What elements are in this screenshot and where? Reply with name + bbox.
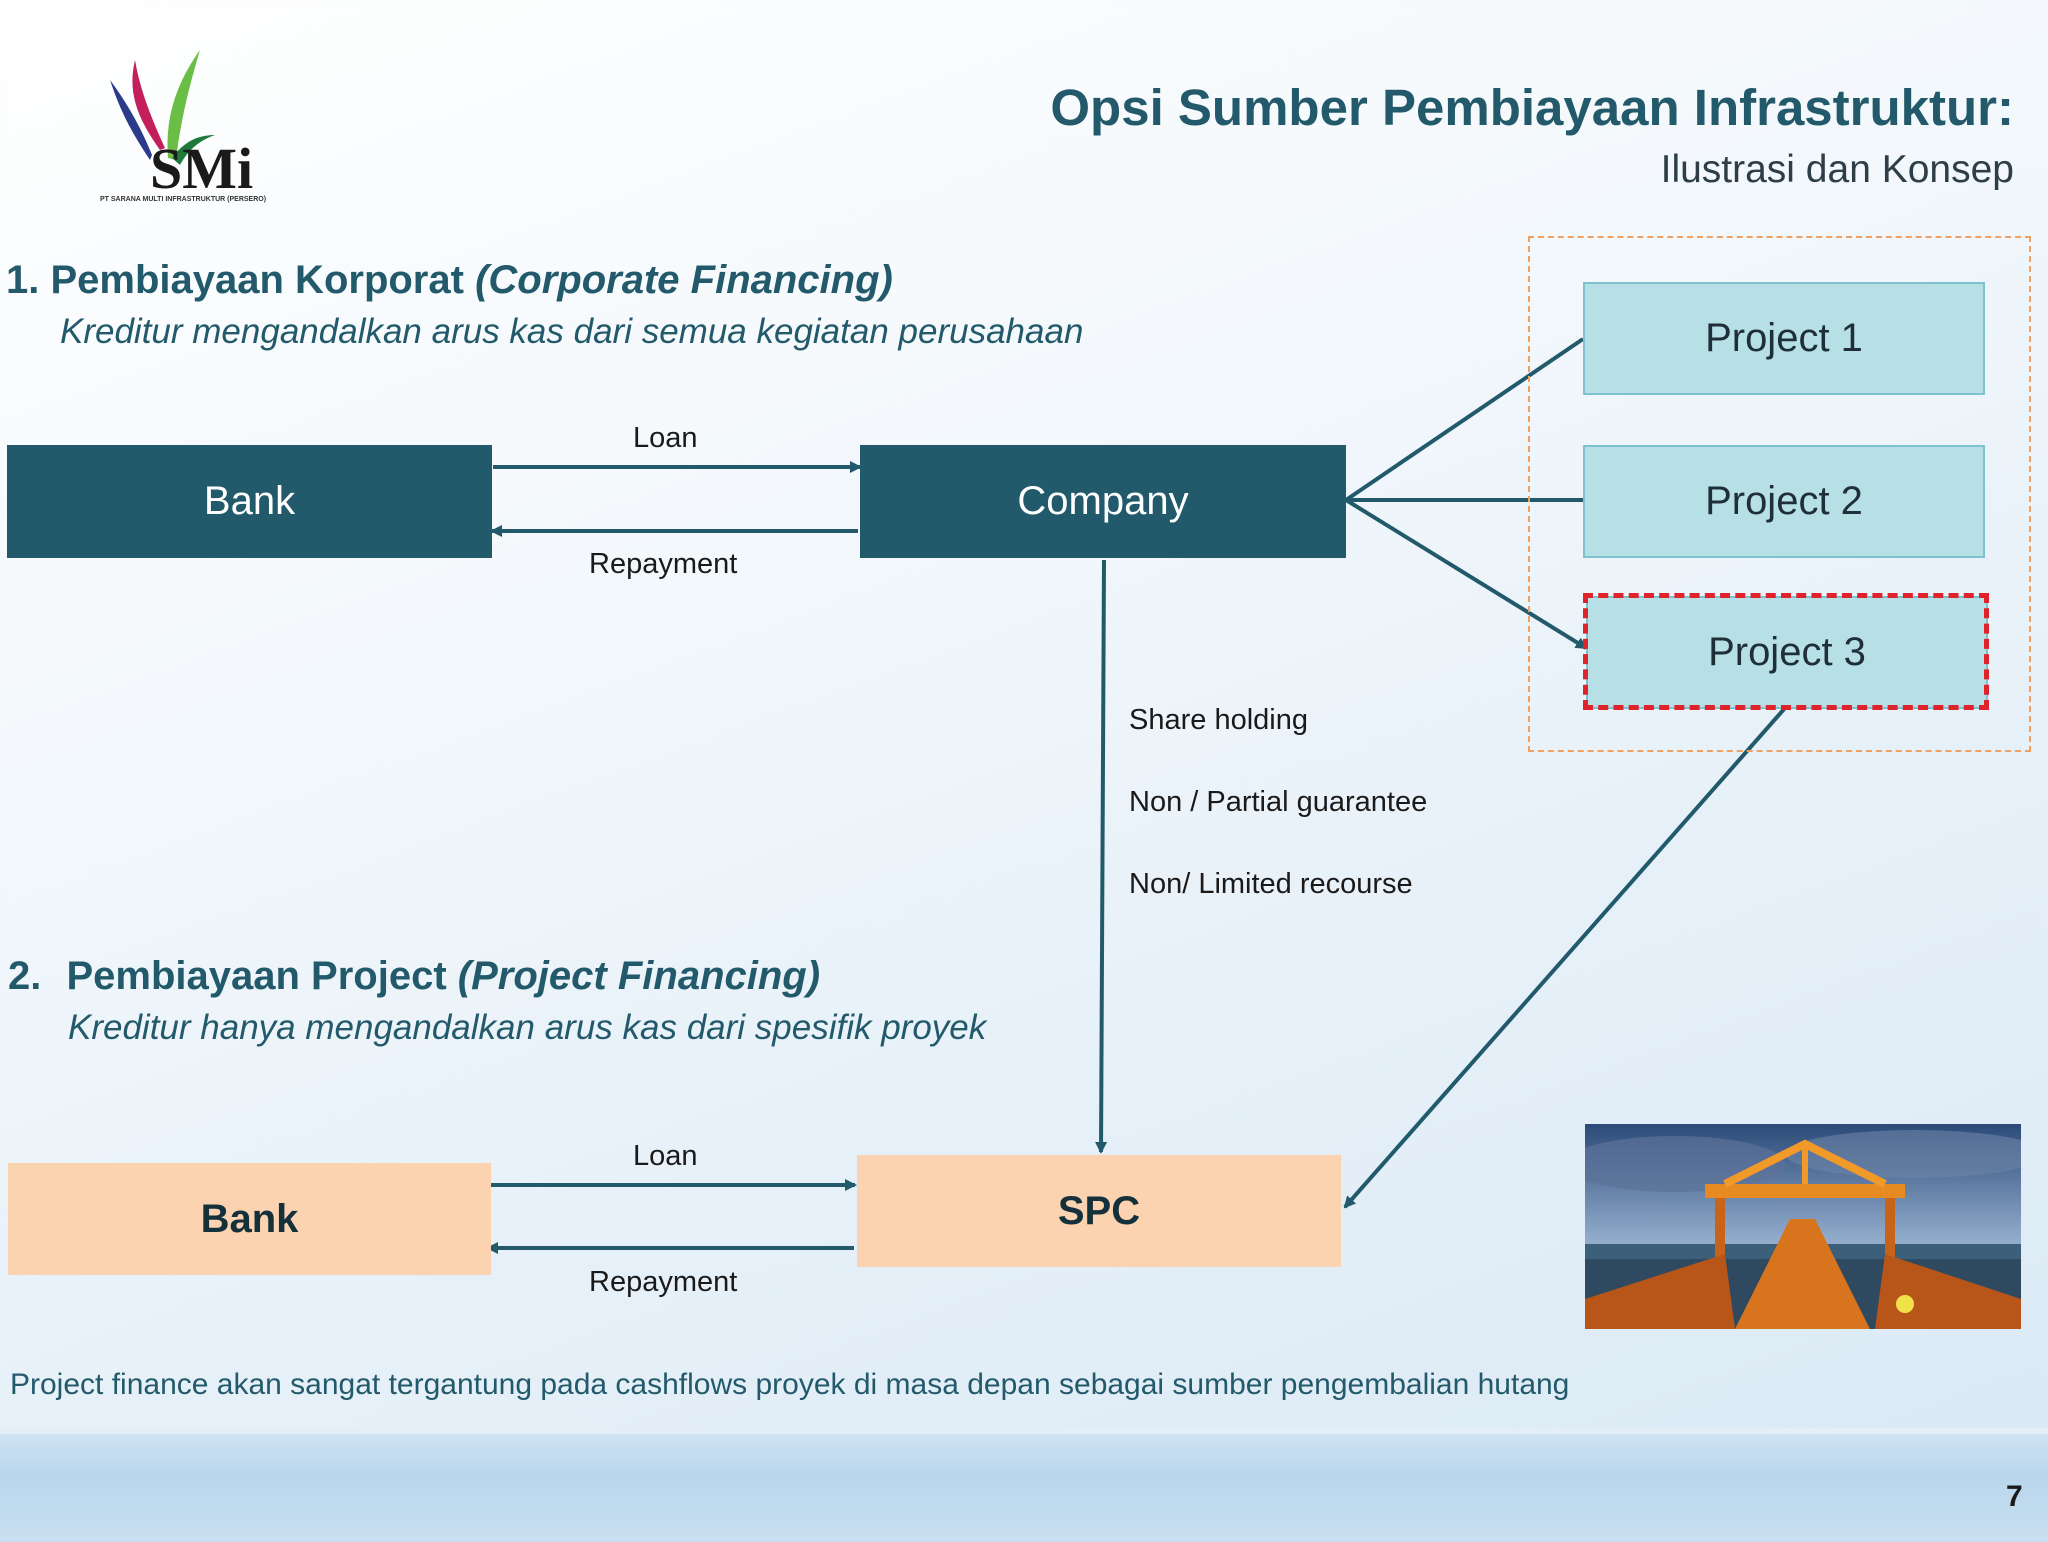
company-spc-arrow [1095,559,1108,1154]
project1-label: Project 1 [1705,316,1863,360]
bank-label-2: Bank [200,1196,299,1241]
bank-box-2: Bank [8,1163,491,1275]
crane-illustration [1585,1124,2021,1329]
footer-band [0,1428,2048,1542]
smi-logo: SMi PT SARANA MULTI INFRASTRUKTUR (PERSE… [90,40,290,215]
project1-box: Project 1 [1583,282,1985,395]
section2-description: Kreditur hanya mengandalkan arus kas dar… [68,1008,987,1047]
project3-box: Project 3 [1586,596,1988,709]
company-project3-line [1344,498,1588,650]
recourse-label: Non/ Limited recourse [1129,868,1413,900]
logo-wordmark: SMi [150,136,254,201]
bank-label-1: Bank [203,479,296,523]
projects-group [1528,236,2031,752]
spc-label: SPC [1057,1188,1141,1233]
project3-spc-arrow [1343,706,1787,1209]
project2-label: Project 2 [1705,479,1863,523]
section1-description: Kreditur mengandalkan arus kas dari semu… [60,312,1084,351]
company-box: Company [860,445,1346,558]
guarantee-label: Non / Partial guarantee [1129,786,1428,818]
section2-heading: 2. Pembiayaan Project (Project Financing… [8,954,820,999]
logo-graphic [110,50,215,165]
project3-highlight [1583,593,1989,710]
section2-title: Pembiayaan Project [66,954,447,998]
logo-tagline: PT SARANA MULTI INFRASTRUKTUR (PERSERO) [100,196,267,203]
loan-label-1: Loan [633,422,698,454]
loan-label-2: Loan [633,1140,698,1172]
section1-title-en: (Corporate Financing) [475,258,893,302]
spc-box: SPC [857,1155,1341,1267]
bank-box-1: Bank [7,445,492,558]
company-label: Company [1017,479,1189,523]
repayment-label-2: Repayment [589,1266,738,1298]
company-project1-line [1344,337,1585,502]
section1-heading: 1. Pembiayaan Korporat (Corporate Financ… [6,258,893,303]
footer-note: Project finance akan sangat tergantung p… [10,1368,1570,1401]
infrastructure-photo [1585,1124,2021,1329]
page-number: 7 [2006,1480,2023,1513]
page-subtitle: Ilustrasi dan Konsep [1660,148,2014,191]
section1-title: Pembiayaan Korporat [50,258,464,302]
section2-number: 2. [8,954,42,998]
share-holding-label: Share holding [1129,704,1308,736]
project3-label: Project 3 [1708,630,1866,674]
section2-title-en: (Project Financing) [457,954,821,998]
project2-box: Project 2 [1583,445,1985,558]
section1-number: 1. [6,258,40,302]
page-title: Opsi Sumber Pembiayaan Infrastruktur: [1050,79,2014,136]
repayment-label-1: Repayment [589,548,738,580]
